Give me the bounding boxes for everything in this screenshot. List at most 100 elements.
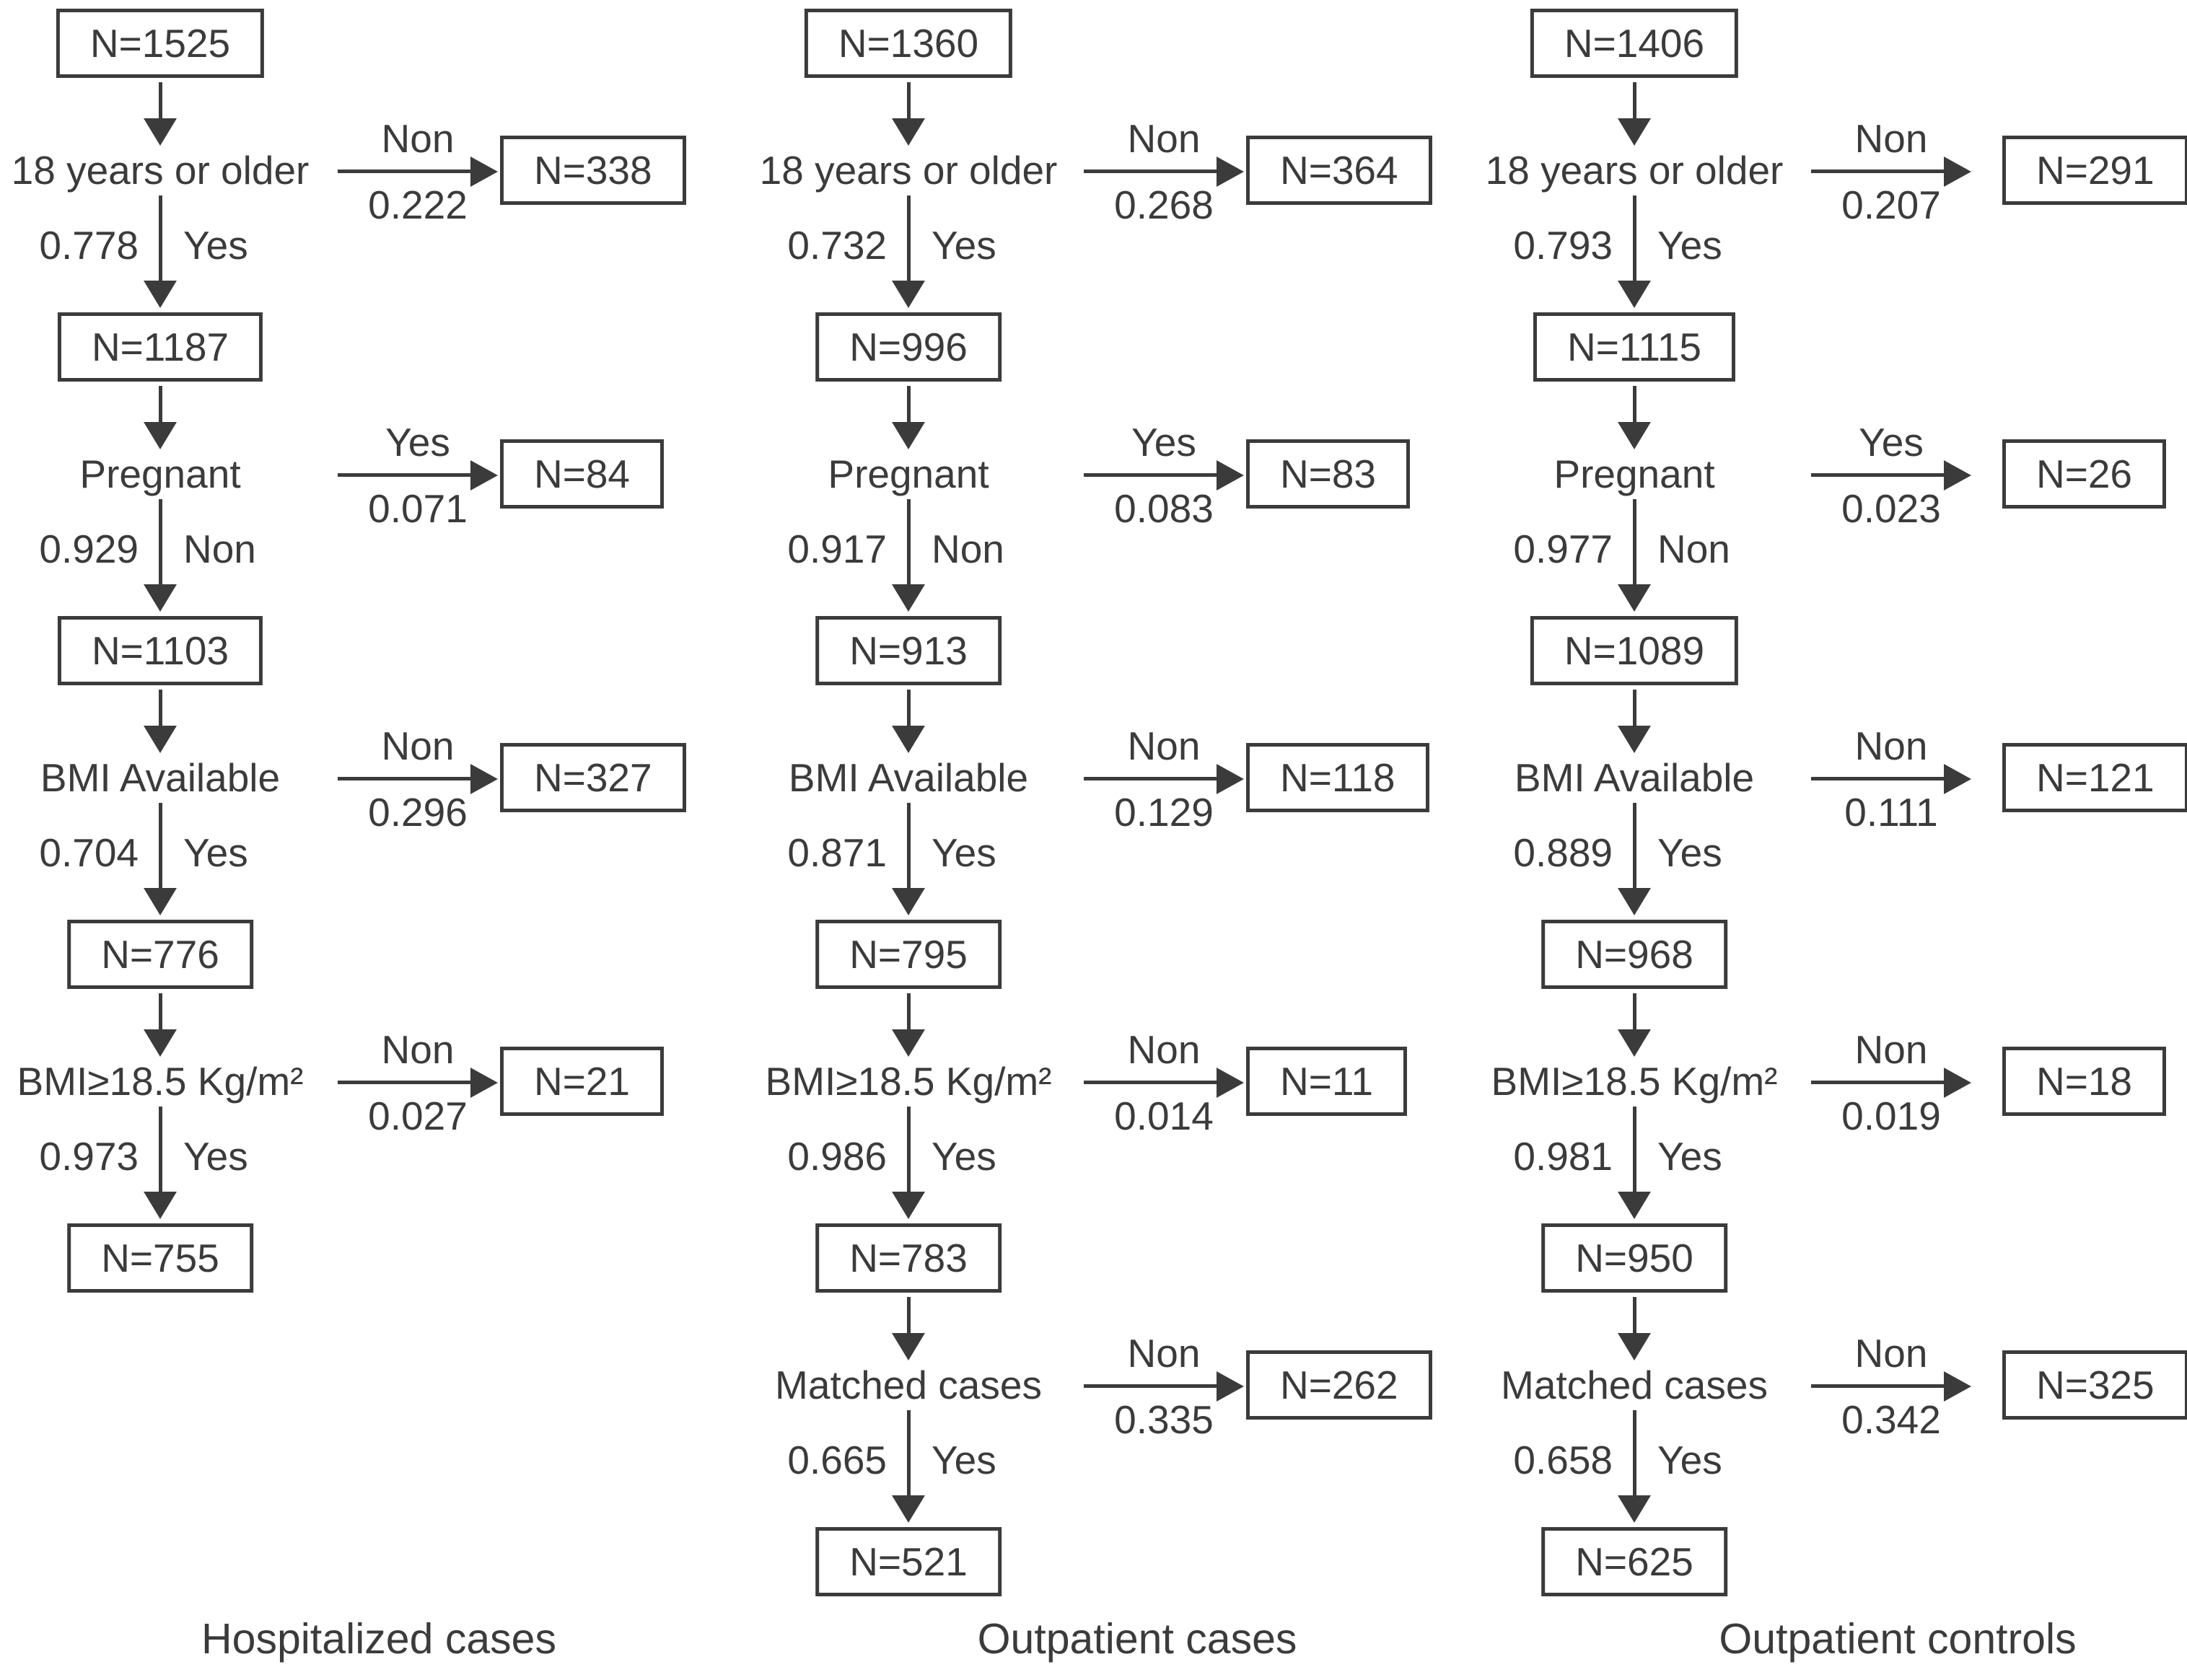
down-direction-label: Yes <box>932 223 996 268</box>
branch-arrow-line <box>1084 1384 1219 1388</box>
arrowhead-icon <box>144 281 177 308</box>
arrowhead-icon <box>1618 281 1651 308</box>
column-caption: Outpatient controls <box>1719 1615 2077 1663</box>
down-direction-label: Yes <box>932 1134 996 1179</box>
arrowhead-icon <box>892 1333 925 1360</box>
arrowhead-icon <box>1217 1067 1244 1098</box>
count-box: N=1360 <box>804 9 1013 78</box>
decision-label: BMI Available <box>788 755 1029 800</box>
branch-ratio-label: 0.027 <box>368 1093 468 1138</box>
down-arrow-line <box>906 195 911 283</box>
column-caption: Outpatient cases <box>977 1615 1297 1663</box>
decision-label: Pregnant <box>79 451 241 496</box>
down-direction-label: Yes <box>183 830 248 875</box>
arrowhead-icon <box>470 763 498 794</box>
branch-arrow-line <box>338 170 473 173</box>
branch-arrow-line <box>338 1081 473 1084</box>
arrowhead-icon <box>1217 763 1244 794</box>
arrowhead-icon <box>1618 1029 1651 1057</box>
branch-count-box: N=11 <box>1246 1046 1407 1116</box>
down-arrow-line <box>1632 803 1636 891</box>
arrowhead-icon <box>1618 422 1651 449</box>
branch-ratio-label: 0.019 <box>1841 1093 1941 1138</box>
down-direction-label: Yes <box>1657 830 1722 875</box>
decision-label: Matched cases <box>1501 1362 1768 1407</box>
branch-arrow-line <box>1084 777 1219 780</box>
down-arrow-line <box>906 1410 911 1498</box>
branch-ratio-label: 0.071 <box>368 485 468 531</box>
branch-direction-label: Non <box>1854 1026 1928 1072</box>
arrowhead-icon <box>1618 1333 1651 1360</box>
down-arrow-line <box>906 803 911 891</box>
arrowhead-icon <box>144 584 177 612</box>
arrowhead-icon <box>1618 1192 1651 1219</box>
count-box: N=521 <box>815 1527 1002 1596</box>
down-ratio-label: 0.871 <box>787 830 887 875</box>
arrowhead-icon <box>1217 1371 1244 1402</box>
arrowhead-icon <box>144 1192 177 1219</box>
arrowhead-icon <box>892 726 925 753</box>
decision-label: Matched cases <box>775 1362 1042 1407</box>
down-ratio-label: 0.977 <box>1513 527 1613 571</box>
arrowhead-icon <box>892 584 925 612</box>
down-ratio-label: 0.929 <box>39 527 139 571</box>
down-arrow-line <box>906 1107 911 1195</box>
branch-direction-label: Non <box>381 115 455 161</box>
count-box: N=950 <box>1541 1223 1727 1293</box>
down-ratio-label: 0.981 <box>1513 1134 1613 1179</box>
branch-ratio-label: 0.335 <box>1114 1397 1214 1442</box>
count-box: N=913 <box>815 616 1002 685</box>
arrowhead-icon <box>892 1029 925 1057</box>
decision-label: BMI Available <box>1514 755 1755 800</box>
branch-direction-label: Non <box>1854 1330 1928 1376</box>
arrowhead-icon <box>144 1029 177 1057</box>
down-direction-label: Non <box>932 527 1004 571</box>
arrowhead-icon <box>144 118 177 146</box>
branch-arrow-line <box>1084 1081 1219 1084</box>
branch-direction-label: Yes <box>1131 419 1196 465</box>
branch-direction-label: Non <box>1854 115 1928 161</box>
branch-count-box: N=262 <box>1246 1350 1432 1420</box>
arrowhead-icon <box>470 156 498 187</box>
down-ratio-label: 0.793 <box>1513 223 1613 268</box>
count-box: N=1115 <box>1533 312 1736 382</box>
branch-ratio-label: 0.111 <box>1844 789 1938 835</box>
arrowhead-icon <box>144 422 177 449</box>
branch-ratio-label: 0.023 <box>1841 485 1941 531</box>
count-box: N=1089 <box>1530 616 1739 685</box>
branch-arrow-line <box>338 473 473 477</box>
branch-count-box: N=121 <box>2002 742 2187 812</box>
count-box: N=625 <box>1541 1527 1727 1596</box>
arrowhead-icon <box>470 459 498 491</box>
down-arrow-line <box>1632 1107 1636 1195</box>
down-arrow-line <box>158 82 162 121</box>
branch-arrow-line <box>1811 1384 1947 1388</box>
down-arrow-line <box>1632 993 1636 1032</box>
count-box: N=996 <box>815 312 1002 382</box>
arrowhead-icon <box>1944 1371 1971 1402</box>
down-arrow-line <box>158 1107 162 1195</box>
decision-label: BMI≥18.5 Kg/m² <box>765 1058 1052 1104</box>
decision-label: 18 years or older <box>759 147 1058 193</box>
down-arrow-line <box>158 803 162 891</box>
count-box: N=1187 <box>57 312 263 382</box>
down-arrow-line <box>158 386 162 425</box>
down-arrow-line <box>906 690 911 729</box>
branch-ratio-label: 0.342 <box>1841 1397 1941 1442</box>
arrowhead-icon <box>1217 156 1244 187</box>
down-arrow-line <box>1632 499 1636 587</box>
down-arrow-line <box>158 195 162 283</box>
arrowhead-icon <box>1618 1495 1651 1523</box>
arrowhead-icon <box>144 888 177 915</box>
down-ratio-label: 0.665 <box>787 1438 887 1482</box>
down-arrow-line <box>906 993 911 1032</box>
branch-direction-label: Non <box>1127 723 1201 768</box>
arrowhead-icon <box>470 1067 498 1098</box>
decision-label: Pregnant <box>828 451 989 496</box>
down-direction-label: Yes <box>932 830 996 875</box>
arrowhead-icon <box>892 1192 925 1219</box>
down-arrow-line <box>158 690 162 729</box>
branch-direction-label: Yes <box>1859 419 1924 465</box>
count-box: N=1103 <box>57 616 263 685</box>
branch-count-box: N=118 <box>1246 742 1429 812</box>
